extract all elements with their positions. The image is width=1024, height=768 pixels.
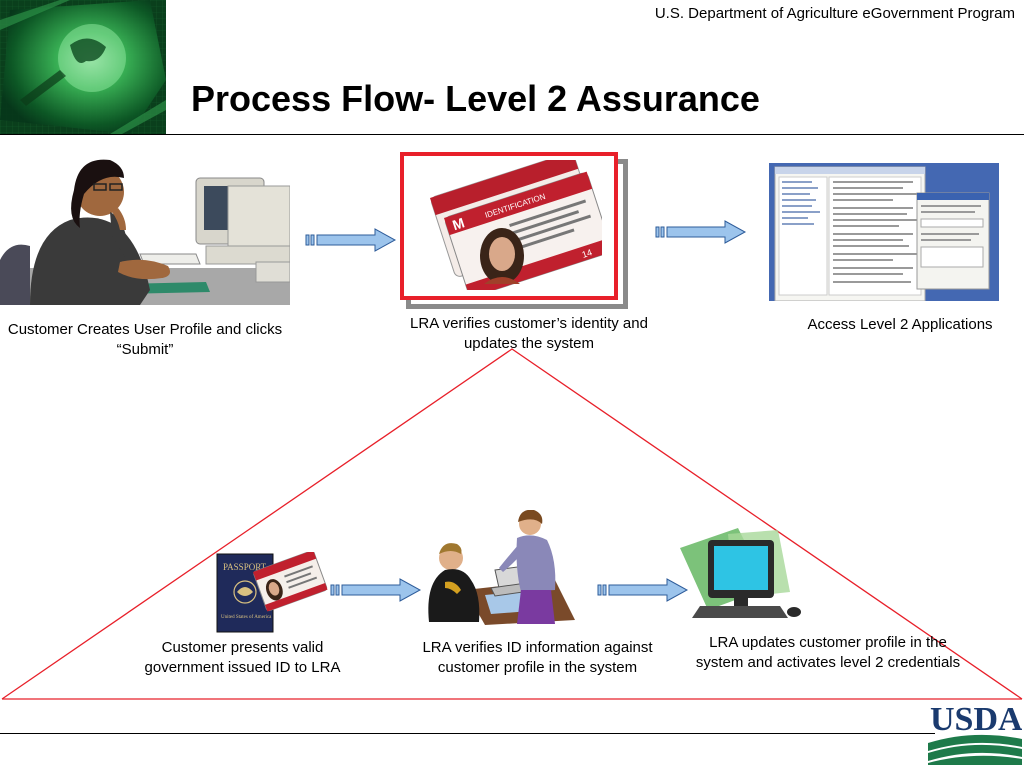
flow-arrow-icon — [655, 220, 747, 244]
applications-screenshot-image — [769, 163, 999, 301]
passport-and-id-image: PASSPORT United States of America — [215, 552, 330, 634]
passport-country: United States of America — [221, 615, 272, 620]
header-divider — [0, 134, 1024, 135]
customer-at-computer-image — [0, 150, 290, 305]
flow-arrow-icon — [330, 578, 422, 602]
id-cards-image: M IDENTIFICATION 14 — [412, 160, 602, 290]
id-photo — [480, 228, 524, 284]
top-step-1-caption: Customer Creates User Profile and clicks… — [7, 321, 283, 358]
usda-logo-text: USDA — [930, 701, 1022, 738]
page-title: Process Flow- Level 2 Assurance — [191, 78, 760, 119]
footer-divider — [0, 733, 935, 734]
usda-logo: USDA — [928, 697, 1022, 765]
bottom-step-3-caption: LRA updates customer profile in the syst… — [695, 634, 961, 671]
corner-globe-image — [0, 0, 166, 134]
bottom-step-2-caption: LRA verifies ID information against cust… — [422, 639, 653, 676]
id-card-brand: M — [450, 214, 466, 233]
passport-title: PASSPORT — [223, 562, 267, 572]
org-name: U.S. Department of Agriculture eGovernme… — [654, 5, 1015, 22]
top-step-2-caption: LRA verifies customer’s identity and upd… — [410, 315, 648, 352]
flow-arrow-icon — [305, 228, 397, 252]
top-step-3-caption: Access Level 2 Applications — [807, 316, 993, 333]
id-card-number: 14 — [581, 247, 594, 260]
computer-icon — [678, 528, 806, 623]
flow-arrow-icon — [597, 578, 689, 602]
expansion-triangle — [0, 345, 1024, 705]
lra-verifying-image — [425, 510, 575, 625]
bottom-step-1-caption: Customer presents valid government issue… — [144, 639, 341, 676]
